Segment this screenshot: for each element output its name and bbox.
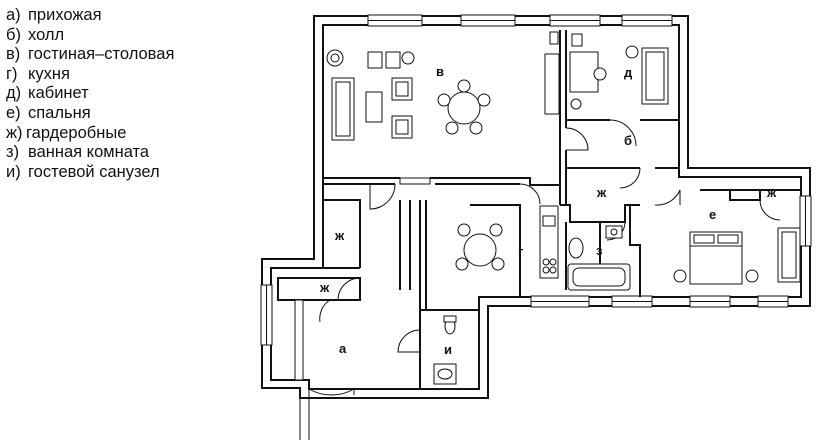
label-wardrobe-lower: ж [319,280,330,295]
legend-item-entrance: а) прихожая [6,6,174,26]
label-wardrobe-bedroom: ж [766,185,777,200]
legend-text: гостиная–столовая [28,45,175,64]
legend-key: и) [6,162,21,181]
legend: а) прихожая б) холл в) гостиная–столовая г)… [6,6,174,182]
legend-item-wardrobes: ж)гардеробные [6,124,174,144]
label-entrance: а [339,341,347,356]
legend-key: з) [6,143,20,162]
legend-key: б) [6,25,21,44]
legend-text: кухня [28,64,70,83]
room-labels: в д б ж ж е з г ж ж а и [319,64,777,357]
legend-key: в) [6,45,21,64]
label-guest-wc: и [444,342,452,357]
legend-item-study: д) кабинет [6,84,174,104]
door-swings [308,119,781,396]
label-bathroom: з [596,243,603,258]
legend-text: спальня [28,103,91,122]
legend-text: кабинет [28,84,89,103]
legend-item-bathroom: з) ванная комната [6,143,174,163]
legend-key: а) [6,6,21,24]
legend-item-kitchen: г) кухня [6,65,174,85]
label-hall: б [624,133,632,148]
living-room-furniture [326,31,560,141]
label-wardrobe-hall: ж [596,185,607,200]
legend-key: е) [6,103,21,122]
windows [260,14,812,346]
legend-item-bedroom: е) спальня [6,104,174,124]
label-living-dining: в [436,64,444,79]
outer-walls [261,15,811,399]
label-bedroom: е [709,207,716,222]
legend-key: ж) [6,123,23,142]
study-furniture [569,33,669,110]
label-wardrobe-upper: ж [334,228,345,243]
guest-wc-fixtures [433,315,457,385]
entrance [294,299,310,440]
legend-text: ванная комната [28,143,150,162]
legend-text: гардеробные [26,123,127,142]
legend-text: холл [28,25,65,44]
bedroom-furniture [673,227,801,285]
legend-text: гостевой санузел [28,162,160,181]
kitchen-furniture [455,205,559,279]
legend-item-guest-wc: и) гостевой санузел [6,163,174,183]
label-study: д [624,65,633,80]
bathroom-fixtures [567,225,631,291]
interior-walls [277,30,801,389]
legend-key: г) [6,64,18,83]
legend-item-hall: б) холл [6,26,174,46]
legend-text: прихожая [28,6,102,24]
legend-key: д) [6,84,22,103]
legend-item-living-dining: в) гостиная–столовая [6,45,174,65]
label-kitchen: г [518,244,524,259]
